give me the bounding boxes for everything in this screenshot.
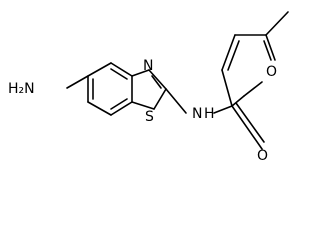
thiazole-ring — [131, 69, 167, 110]
amide-nitrogen-label: N — [192, 106, 202, 122]
furan-ring — [221, 34, 276, 107]
amide-hydrogen-label: H — [204, 106, 215, 122]
thiazole-sulfur-label: S — [145, 109, 154, 125]
molecule-structure: H₂N N S N H O O — [8, 11, 289, 164]
carbonyl-oxygen-label: O — [257, 148, 268, 164]
methyl-bond — [265, 11, 289, 36]
thiazole-nitrogen-label: N — [143, 58, 153, 74]
benzene-ring — [66, 62, 133, 116]
amine-label: H₂N — [8, 81, 35, 97]
amide-linker — [165, 88, 265, 150]
furan-oxygen-label: O — [266, 64, 277, 80]
